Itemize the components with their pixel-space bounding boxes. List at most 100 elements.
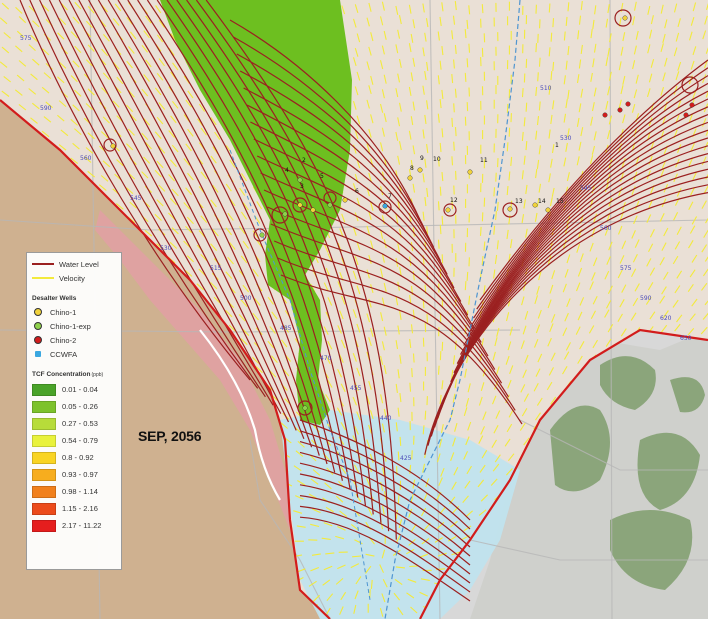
velocity-arrow: [366, 313, 371, 323]
velocity-arrow: [57, 32, 65, 40]
velocity-arrow: [210, 155, 217, 164]
velocity-arrow: [102, 72, 110, 80]
velocity-arrow: [564, 312, 569, 322]
road: [0, 219, 708, 231]
velocity-arrow: [87, 132, 95, 140]
velocity-arrow: [538, 183, 542, 193]
road: [469, 539, 708, 561]
contour-label: 560: [600, 225, 612, 232]
contour-ring: [297, 400, 313, 416]
velocity-arrow: [141, 88, 149, 97]
well-marker: [617, 107, 623, 113]
velocity-arrow: [633, 215, 638, 225]
velocity-arrow: [632, 16, 636, 26]
velocity-arrow: [129, 31, 137, 40]
velocity-arrow: [441, 2, 444, 12]
velocity-arrow: [398, 15, 402, 25]
velocity-arrow: [213, 296, 221, 304]
velocity-arrow: [520, 340, 525, 349]
velocity-arrow: [198, 103, 206, 112]
velocity-arrow: [647, 44, 651, 54]
velocity-arrow: [523, 199, 526, 209]
velocity-arrow: [420, 578, 430, 581]
velocity-arrow: [467, 421, 472, 431]
velocity-arrow: [379, 607, 384, 617]
velocity-arrow: [549, 197, 553, 207]
velocity-arrow: [548, 47, 551, 57]
wells-title: Desalter Wells: [32, 295, 77, 302]
velocity-arrow: [451, 117, 454, 127]
velocity-arrow: [454, 44, 457, 54]
velocity-arrow: [341, 213, 346, 223]
velocity-arrow: [663, 227, 669, 237]
velocity-arrow: [494, 337, 498, 347]
velocity-arrow: [171, 144, 179, 153]
velocity-arrow: [621, 240, 627, 250]
dot-icon: [32, 308, 44, 316]
contour-line: [473, 75, 708, 319]
velocity-arrow: [397, 495, 400, 505]
velocity-arrow: [536, 116, 540, 126]
velocity-arrow: [327, 379, 333, 388]
velocity-arrow: [353, 508, 360, 517]
velocity-arrow: [158, 184, 166, 192]
velocity-arrow: [183, 202, 191, 210]
velocity-arrow: [350, 523, 359, 531]
velocity-arrow: [398, 102, 402, 112]
velocity-arrow: [675, 71, 680, 81]
velocity-arrow: [41, 48, 50, 56]
velocity-arrow: [58, 61, 67, 69]
velocity-arrow: [225, 227, 233, 236]
velocity-arrow: [395, 44, 399, 54]
contour-label: 455: [350, 385, 362, 392]
velocity-arrow: [506, 229, 509, 239]
velocity-arrow: [565, 16, 568, 26]
velocity-arrow: [395, 509, 398, 519]
velocity-arrow: [535, 130, 538, 140]
velocity-arrow: [327, 340, 333, 350]
velocity-arrow: [454, 127, 457, 137]
velocity-arrow: [341, 5, 346, 15]
velocity-arrow: [370, 579, 373, 589]
velocity-arrow: [463, 525, 472, 532]
well-marker: [310, 207, 316, 213]
velocity-arrow: [495, 366, 500, 376]
velocity-arrow: [479, 226, 482, 236]
velocity-arrow: [521, 170, 524, 180]
velocity-arrow: [437, 113, 440, 123]
velocity-arrow: [605, 338, 612, 347]
velocity-arrow: [550, 313, 556, 323]
velocity-arrow: [383, 326, 387, 336]
velocity-arrow: [535, 86, 538, 96]
velocity-arrow: [534, 212, 538, 222]
contour-line: [250, 121, 462, 302]
velocity-arrow: [101, 87, 109, 95]
velocity-arrow: [551, 144, 555, 154]
velocity-arrow: [225, 271, 233, 279]
velocity-arrow: [141, 44, 149, 53]
velocity-arrow: [687, 283, 694, 293]
contour-line: [48, 0, 274, 406]
velocity-arrow: [493, 225, 496, 235]
velocity-arrow: [451, 326, 454, 336]
velocity-arrow: [339, 510, 348, 518]
velocity-arrow: [661, 242, 667, 251]
velocity-arrow: [478, 509, 487, 516]
velocity-arrow: [186, 216, 194, 225]
hill-patch: [610, 510, 693, 590]
velocity-arrow: [537, 72, 539, 82]
velocity-arrow: [379, 564, 384, 573]
velocity-arrow: [506, 142, 509, 152]
water-level-label: Water Level: [59, 259, 99, 269]
velocity-arrow: [562, 239, 567, 249]
velocity-arrow: [368, 298, 372, 308]
velocity-arrow: [85, 147, 94, 154]
velocity-arrow: [30, 117, 38, 124]
velocity-arrow: [370, 75, 374, 85]
velocity-arrow: [339, 310, 344, 320]
velocity-arrow: [74, 1, 82, 10]
velocity-arrow: [381, 45, 385, 55]
velocity-arrow: [565, 342, 571, 351]
velocity-arrow: [196, 283, 204, 291]
